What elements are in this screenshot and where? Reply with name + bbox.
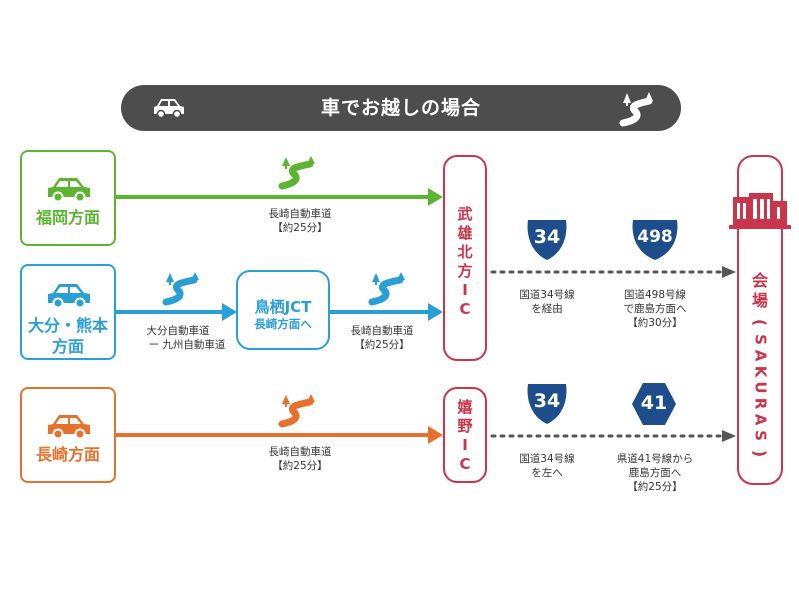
route-line: 大分自動車道 (146, 325, 210, 337)
takeo-dotted-arrow (490, 266, 736, 278)
takeo-kitagata-ic: 武 雄 北 方 I C (443, 155, 487, 361)
car-icon (48, 284, 90, 309)
road-icon (278, 394, 315, 428)
origin-label: 大分・熊本 (27, 316, 108, 335)
jct-route-label: 長崎自動車道 【約25分】 (332, 324, 432, 352)
route-line: 長崎自動車道 (268, 208, 332, 220)
via-line: 国道498号線 (623, 289, 687, 301)
via-time: 【約25分】 (627, 481, 683, 493)
ic-char: 雄 (457, 224, 473, 242)
origin-nagasaki: 長崎方面 (20, 387, 116, 483)
fukuoka-route-label: 長崎自動車道 【約25分】 (240, 207, 360, 235)
ic-char: I (462, 436, 468, 454)
route-41-hexagon: 41 (631, 381, 677, 427)
fukuoka-arrow (116, 188, 443, 206)
jct-direction: 長崎方面へ (254, 317, 312, 331)
venue-char: 場 (751, 291, 768, 310)
route-time: 【約25分】 (272, 222, 328, 234)
takeo-via-2-label: 国道498号線 で鹿島方面へ 【約30分】 (605, 288, 705, 330)
car-icon (48, 415, 90, 440)
oita-arrow (116, 303, 237, 321)
prefectural-road-icon (632, 383, 676, 425)
jct-arrow (330, 303, 443, 321)
origin-label: 福岡方面 (35, 208, 100, 227)
via-line: 国道34号線 (519, 453, 575, 465)
oita-route-label: 大分自動車道 ー 九州自動車道 (120, 324, 236, 352)
tosu-jct-box: 鳥栖JCT 長崎方面へ (236, 270, 330, 350)
ic-char: 北 (457, 243, 473, 261)
jct-name: 鳥栖JCT (254, 298, 312, 316)
route-number: 34 (533, 390, 561, 412)
route-line: 長崎自動車道 (268, 446, 332, 458)
route-time: 【約25分】 (354, 339, 410, 351)
ic-char: I (462, 281, 468, 299)
origin-oita-kumamoto: 大分・熊本 方面 (20, 264, 116, 360)
via-line: を経由 (531, 303, 563, 315)
route-498-shield: 498 (629, 216, 681, 262)
car-icon (48, 178, 90, 203)
via-line: で鹿島方面へ (623, 303, 687, 315)
header-bar: 車でお越しの場合 (121, 85, 681, 131)
via-line: 鹿島方面へ (628, 467, 682, 479)
road-icon (368, 272, 405, 306)
ureshino-via-2-label: 県道41号線から 鹿島方面へ 【約25分】 (605, 452, 705, 494)
route-line: ー 九州自動車道 (148, 339, 226, 351)
ic-char: C (459, 300, 471, 318)
header-title: 車でお越しの場合 (320, 97, 481, 119)
venue-char: 会 (751, 271, 768, 290)
via-line: を左へ (531, 467, 563, 479)
route-number: 34 (533, 226, 561, 248)
route-line: 長崎自動車道 (350, 325, 414, 337)
road-icon (619, 92, 653, 127)
venue-sakuras: 会 場 ( S A K U R A S ) (729, 155, 791, 485)
car-icon (154, 99, 184, 119)
nagasaki-arrow (116, 426, 443, 444)
origin-fukuoka: 福岡方面 (20, 150, 116, 246)
nagasaki-route-label: 長崎自動車道 【約25分】 (240, 445, 360, 473)
ureshino-dotted-arrow (490, 430, 736, 442)
ureshino-via-1-label: 国道34号線 を左へ (497, 452, 597, 480)
road-icon (162, 272, 199, 306)
via-line: 県道41号線から (616, 453, 694, 465)
road-icon (278, 156, 315, 190)
route-34-shield: 34 (524, 380, 570, 426)
ic-char: 嬉 (457, 398, 473, 416)
venue-paren: ) (750, 449, 770, 458)
takeo-via-1-label: 国道34号線 を経由 (497, 288, 597, 316)
ureshino-ic: 嬉 野 I C (443, 387, 487, 483)
via-time: 【約30分】 (627, 317, 683, 329)
building-icon (729, 193, 791, 229)
route-time: 【約25分】 (272, 460, 328, 472)
route-number: 41 (640, 392, 668, 414)
ic-char: 武 (457, 205, 473, 223)
road-shield-icon (632, 220, 678, 260)
route-number: 498 (637, 227, 673, 247)
route-34-shield: 34 (524, 216, 570, 262)
origin-label: 長崎方面 (35, 445, 100, 464)
ic-char: C (459, 455, 471, 473)
origin-label: 方面 (51, 337, 84, 356)
via-line: 国道34号線 (519, 289, 575, 301)
ic-char: 方 (457, 262, 473, 280)
road-shield-icon (527, 220, 567, 260)
road-shield-icon (527, 384, 567, 424)
ic-char: 野 (457, 417, 473, 435)
